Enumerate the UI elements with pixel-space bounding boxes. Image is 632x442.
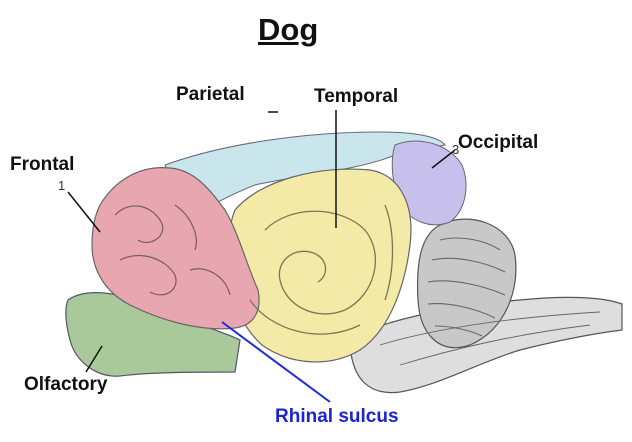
diagram-title: Dog <box>258 12 319 47</box>
label-parietal: Parietal <box>176 84 245 105</box>
label-rhinal-sulcus: Rhinal sulcus <box>275 406 399 427</box>
frontal-leader <box>67 191 101 233</box>
marker-occipital-number: 3 <box>452 142 460 157</box>
rhinal-sulcus-line <box>221 321 331 403</box>
temporal-gyri <box>249 204 394 335</box>
label-occipital: Occipital <box>458 132 539 153</box>
brainstem-detail <box>379 311 601 366</box>
label-olfactory: Olfactory <box>24 374 108 395</box>
frontal-lobe <box>91 167 260 330</box>
label-temporal: Temporal <box>314 86 399 107</box>
olfactory-leader <box>85 345 103 373</box>
marker-frontal-number: 1 <box>58 178 66 193</box>
occipital-leader <box>431 149 456 169</box>
cerebellum-folia <box>427 237 506 337</box>
label-frontal: Frontal <box>10 154 75 175</box>
frontal-gyri <box>114 204 231 296</box>
